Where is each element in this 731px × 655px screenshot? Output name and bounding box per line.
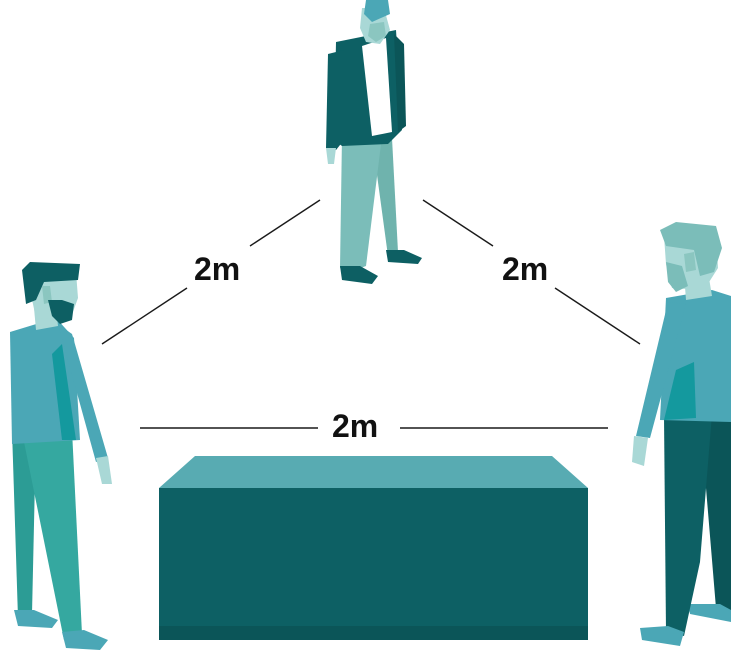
distance-label-right: 2m	[496, 253, 554, 285]
person-left-back-shoe	[14, 610, 58, 628]
person-right-back-shoe	[688, 604, 731, 622]
table-base	[159, 626, 588, 640]
person-top-front-shoe	[340, 266, 378, 284]
person-left-front-shoe	[62, 630, 108, 650]
table	[159, 456, 588, 640]
person-left	[10, 262, 112, 650]
person-right-ear	[684, 252, 696, 272]
person-top-back-shoe	[386, 250, 422, 264]
distance-label-left: 2m	[188, 253, 246, 285]
distance-line-right-upper	[423, 200, 493, 246]
distance-lines	[102, 200, 640, 428]
person-top-left-arm	[326, 50, 344, 150]
table-front	[159, 488, 588, 628]
table-top	[159, 456, 588, 488]
person-top	[326, 0, 422, 284]
person-right-hand	[632, 436, 648, 466]
distance-label-bottom: 2m	[326, 410, 384, 442]
person-right	[632, 222, 731, 646]
person-left-hand	[96, 456, 112, 484]
person-top-left-hand	[326, 148, 336, 164]
person-top-front-leg	[340, 136, 382, 272]
distance-line-left-upper	[250, 200, 320, 246]
distance-line-right-lower	[555, 288, 640, 344]
person-right-front-leg	[664, 414, 712, 636]
distance-line-left-lower	[102, 288, 187, 344]
